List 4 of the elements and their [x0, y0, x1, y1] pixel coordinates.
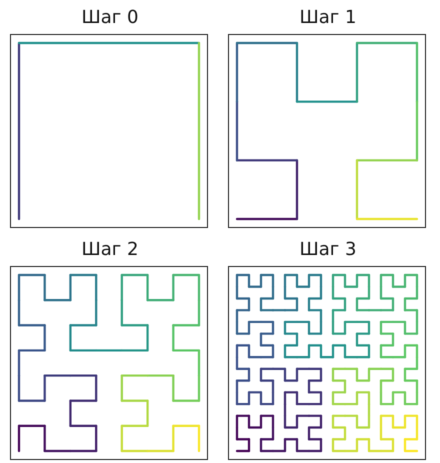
panel-title: Шаг 2: [82, 238, 138, 262]
panel-title: Шаг 0: [82, 6, 138, 30]
panel-title: Шаг 3: [300, 238, 356, 262]
panel-title: Шаг 1: [300, 6, 356, 30]
